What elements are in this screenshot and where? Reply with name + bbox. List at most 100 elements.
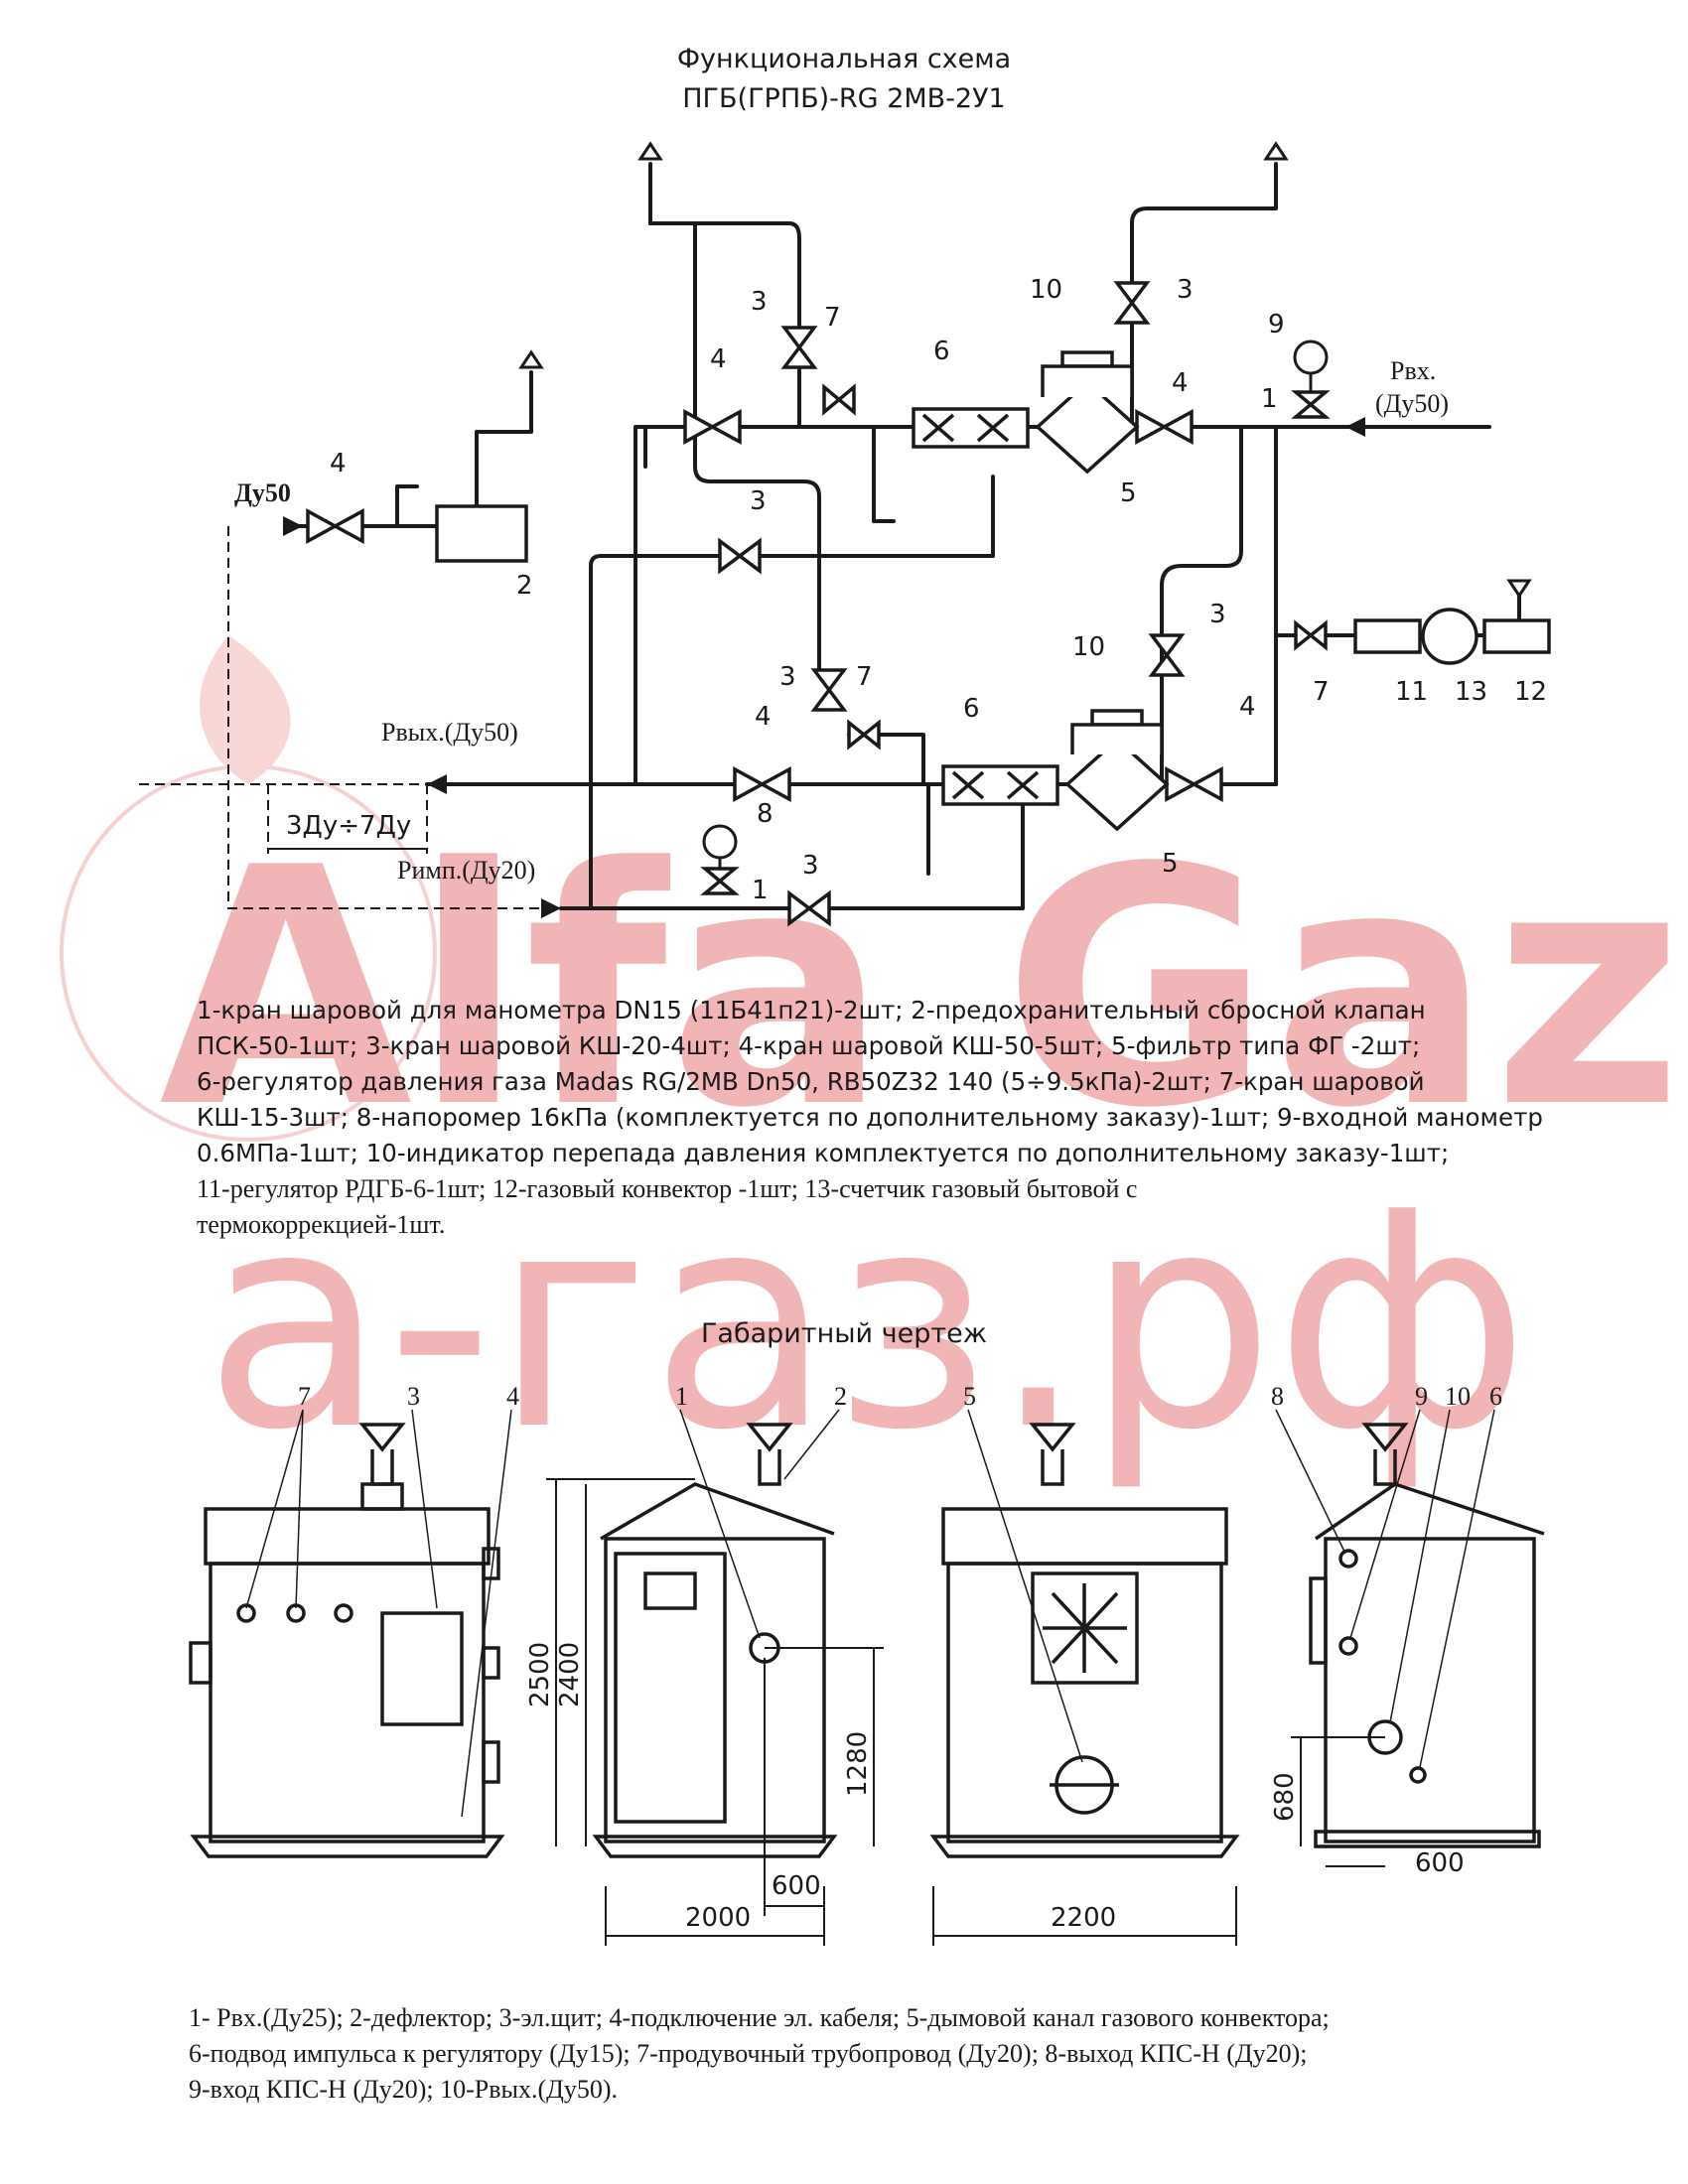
scheme-number: 4 [1172, 368, 1189, 398]
dim-680 [1291, 1736, 1385, 1846]
ball-valve-4-icon [1135, 409, 1194, 445]
ball-valve-7-icon [1294, 619, 1328, 651]
view2-base [592, 1835, 838, 1858]
dim-lines [605, 1647, 884, 1946]
convector-12-icon [1482, 618, 1551, 654]
leader-line [783, 1409, 840, 1480]
overall-number: 3 [407, 1382, 420, 1411]
scheme-number: 10 [1030, 275, 1062, 305]
ball-valve-4-icon [306, 508, 364, 544]
outlet-arrow-icon [427, 774, 447, 794]
view2-vent-grille [643, 1571, 697, 1610]
dim-2000-label: 2000 [685, 1903, 751, 1933]
scheme-number: 9 [1268, 310, 1285, 340]
leader-line [245, 1409, 304, 1609]
view1-base [190, 1835, 505, 1858]
purge-pipe-right [1130, 162, 1278, 429]
bypass-pipe-left [633, 425, 647, 786]
dim-680-label: 680 [1270, 1772, 1300, 1822]
overall-number: 9 [1415, 1382, 1428, 1411]
gas-meter-13-icon [1421, 608, 1478, 665]
ball-valve-1-icon [700, 867, 740, 895]
pressure-gauge-8-icon [702, 824, 738, 860]
ball-valve-3-icon [1113, 281, 1151, 325]
leader-line [411, 1409, 438, 1609]
view4-side-fitting [1309, 1576, 1328, 1665]
vent-arrow-icon [518, 349, 544, 369]
indicator-link [1041, 364, 1134, 397]
overall-number: 6 [1489, 1382, 1502, 1411]
legend-line: термокоррекцией-1шт. [197, 1210, 446, 1239]
ball-valve-7-icon [822, 383, 856, 416]
scheme-number: 3 [1177, 275, 1194, 305]
leader-line [679, 1409, 761, 1639]
gas-regulator-6-icon [912, 407, 1030, 449]
relief-vents [395, 370, 533, 528]
purge-pipe-left [648, 162, 697, 429]
ball-valve-7-icon [847, 719, 881, 751]
dim-1280: 1280 [843, 1731, 873, 1797]
scheme-number: 4 [1239, 692, 1256, 722]
scheme-number: 4 [330, 449, 347, 478]
view1-deflector-icon [358, 1423, 406, 1486]
view4-base [1314, 1830, 1541, 1848]
scheme-number: 4 [755, 702, 772, 732]
view2-door[interactable] [614, 1552, 727, 1824]
scheme-number: 10 [1072, 632, 1105, 662]
scheme-number: 8 [757, 799, 774, 829]
dim-2500: 2500 [525, 1642, 555, 1707]
view3-vent-star-icon [1031, 1571, 1139, 1685]
overall-number: 8 [1271, 1382, 1284, 1411]
overall-drawing: 2500 2400 1280 600 2000 2200 680 600 7 3… [189, 1382, 1545, 1946]
overall-number: 5 [963, 1382, 976, 1411]
dim-2200-label: 2200 [1051, 1903, 1116, 1933]
ball-valve-3-icon [1148, 633, 1186, 677]
vent-arrow-icon [1506, 579, 1532, 599]
view1-side-fitting [189, 1641, 212, 1685]
view1-purge-port-icon [334, 1603, 353, 1623]
ball-valve-4-icon [733, 766, 791, 802]
in-pressure-label: Рвх. [1390, 356, 1436, 385]
scheme-number: 1 [1261, 384, 1278, 414]
dim-600b-label: 600 [1415, 1848, 1465, 1878]
ball-valve-3-icon [787, 889, 831, 927]
watermark-brand: Alfa Gaz [159, 798, 1683, 1179]
legend2-line: 9-вход КПС-Н (Ду20); 10-Рвых.(Ду50). [189, 2075, 619, 2104]
indicator-link [1070, 723, 1164, 754]
view4-deflector-icon [1361, 1423, 1409, 1486]
relief-valve-2-icon [435, 504, 528, 563]
view1-purge-port-icon [236, 1603, 256, 1623]
dim-600a [764, 1658, 824, 1916]
view1-deflector-base [360, 1482, 404, 1511]
legend-line: 0.6МПа-1шт; 10-индикатор перепада давлен… [197, 1139, 1450, 1167]
cross-pipe [693, 425, 821, 677]
ball-valve-3-icon [718, 537, 762, 575]
overall-number: 10 [1445, 1382, 1471, 1411]
dn50-label: Ду50 [234, 478, 291, 507]
view4-kps-in-icon [1338, 1636, 1358, 1656]
out-pressure-label: Рвых.(Ду50) [381, 718, 518, 747]
scheme-number: 3 [779, 662, 796, 692]
purge-branch-upper [872, 425, 896, 523]
scheme-number: 3 [802, 851, 819, 881]
scheme-number: 7 [1313, 677, 1330, 707]
scheme-number: 4 [710, 344, 727, 374]
ball-valve-3-icon [780, 326, 818, 369]
overall-number: 7 [298, 1382, 311, 1411]
view1-panel [380, 1611, 464, 1726]
regulator-cross [921, 413, 1010, 443]
impulse-riser [589, 554, 603, 910]
sense-line-dashed [267, 784, 428, 854]
scheme-number: 12 [1514, 677, 1547, 707]
right-bypass-pipe [1160, 425, 1243, 786]
sense-line-dashed [227, 526, 561, 909]
overall-number: 2 [834, 1382, 847, 1411]
legend2-line: 6-подвод импульса к регулятору (Ду15); 7… [189, 2039, 1308, 2068]
view2-deflector-icon [746, 1423, 793, 1486]
vent-arrow-icon [1263, 141, 1289, 161]
scheme-number: 2 [516, 571, 533, 601]
dim-2200 [932, 1886, 1237, 1946]
view3-base [929, 1835, 1240, 1858]
in-dn-label: (Ду50) [1375, 389, 1449, 418]
dim-height-lines [546, 1478, 695, 1846]
